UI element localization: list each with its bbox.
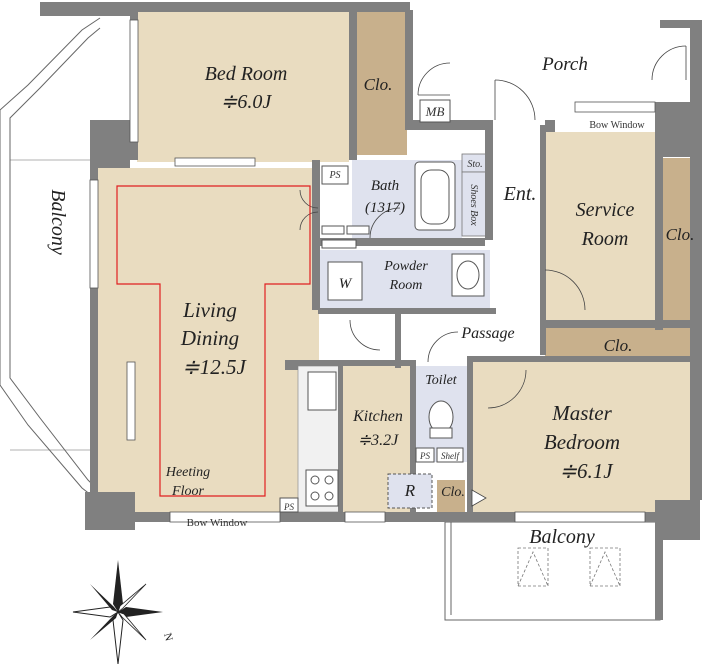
ps-label-bath: PS bbox=[328, 170, 340, 181]
fridge-label: R bbox=[404, 481, 416, 500]
closet-passage bbox=[545, 328, 695, 360]
toilet-label: Toilet bbox=[425, 373, 457, 388]
bed-room-floor bbox=[137, 12, 349, 162]
bed-room-size: ≑6.0J bbox=[221, 91, 273, 113]
bath-spec: (1317) bbox=[365, 200, 405, 216]
closet-service-label: Clo. bbox=[666, 225, 695, 244]
powder-room-label-2: Room bbox=[389, 278, 423, 293]
closet-arrow-marker bbox=[471, 489, 487, 507]
service-room-label-2: Room bbox=[581, 228, 629, 250]
living-label-1: Living bbox=[182, 298, 237, 322]
kitchen-size: ≑3.2J bbox=[358, 432, 399, 449]
living-floor bbox=[97, 168, 319, 513]
bow-window-bottom-label: Bow Window bbox=[187, 517, 248, 529]
fridge bbox=[387, 473, 433, 509]
shoes-box bbox=[461, 171, 489, 237]
windows bbox=[89, 19, 656, 523]
bath-label: Bath bbox=[371, 178, 399, 194]
closet-top bbox=[357, 10, 407, 155]
stove bbox=[305, 469, 339, 507]
service-room-label-1: Service bbox=[576, 199, 635, 221]
washer bbox=[327, 261, 363, 301]
compass: N bbox=[72, 560, 175, 665]
closet-master-label: Clo. bbox=[441, 485, 465, 500]
balcony-left-label: Balcony bbox=[47, 189, 69, 255]
floors bbox=[97, 10, 698, 513]
master-size: ≑6.1J bbox=[559, 459, 614, 483]
service-room-floor bbox=[545, 132, 660, 320]
fixtures bbox=[279, 99, 485, 513]
closet-master bbox=[437, 480, 465, 512]
room-labels: Bed Room ≑6.0J Clo. Porch MB Bow Window … bbox=[47, 54, 694, 548]
passage-label: Passage bbox=[460, 325, 514, 342]
ps-label-kitchen: PS bbox=[283, 502, 294, 512]
living-label-2: Dining bbox=[180, 326, 239, 350]
ps-label-toilet: PS bbox=[419, 451, 430, 461]
powder-room-label-1: Powder bbox=[383, 259, 428, 274]
balcony-drains bbox=[517, 547, 621, 587]
entrance-label: Ent. bbox=[503, 183, 537, 205]
compass-north-label: N bbox=[161, 632, 175, 643]
storage-label: Sto. bbox=[467, 159, 482, 170]
heating-label-1: Heeting bbox=[165, 465, 210, 480]
porch-label: Porch bbox=[541, 54, 588, 75]
master-label-2: Bedroom bbox=[544, 430, 620, 454]
balcony-bottom-label: Balcony bbox=[529, 526, 595, 548]
heating-label-2: Floor bbox=[171, 484, 204, 499]
heating-floor-outline bbox=[116, 185, 311, 497]
bow-window-top-label: Bow Window bbox=[589, 120, 645, 131]
master-floor bbox=[473, 362, 698, 512]
kitchen-label: Kitchen bbox=[352, 408, 403, 425]
doors bbox=[299, 45, 687, 409]
mb-label: MB bbox=[425, 104, 445, 119]
closet-top-label: Clo. bbox=[364, 75, 393, 94]
shelf-label: Shelf bbox=[441, 451, 460, 461]
bed-room-label: Bed Room bbox=[205, 63, 288, 85]
closet-passage-label: Clo. bbox=[604, 336, 633, 355]
master-label-1: Master bbox=[551, 401, 612, 425]
shoes-box-label: Shoes Box bbox=[468, 184, 479, 226]
living-size: ≑12.5J bbox=[182, 355, 247, 379]
kitchen-sink bbox=[307, 371, 337, 411]
washer-label: W bbox=[339, 276, 353, 292]
left-balcony bbox=[0, 17, 101, 503]
